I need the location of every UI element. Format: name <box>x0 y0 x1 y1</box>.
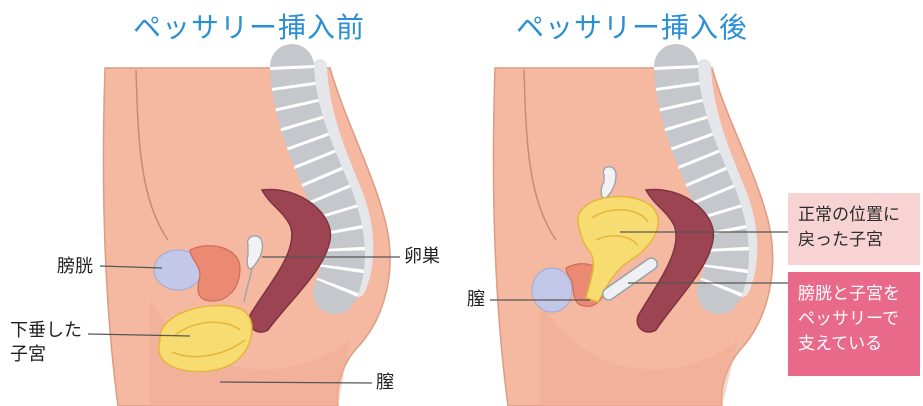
callout-text: ペッサリーで <box>798 307 912 332</box>
vagina-label-after: 膣 <box>467 289 485 311</box>
callout-text: 支えている <box>798 332 912 357</box>
uterus-callout-box: 正常の位置に 戻った子宮 <box>788 193 920 265</box>
after-figure <box>490 66 788 406</box>
after-title: ペッサリー挿入後 <box>516 10 748 46</box>
before-figure <box>88 66 400 406</box>
pessary-callout-box: 膀胱と子宮を ペッサリーで 支えている <box>788 272 920 376</box>
before-title: ペッサリー挿入前 <box>133 10 365 46</box>
bladder <box>532 268 572 312</box>
bladder-label: 膀胱 <box>57 256 93 278</box>
prolapsed-uterus-label-line2: 子宮 <box>10 344 46 366</box>
callout-text: 正常の位置に <box>798 203 912 228</box>
prolapsed-uterus-label-line1: 下垂した <box>10 320 82 342</box>
vagina-label-before: 膣 <box>376 372 394 394</box>
callout-text: 戻った子宮 <box>798 228 912 253</box>
ovary-label: 卵巣 <box>404 246 440 268</box>
callout-text: 膀胱と子宮を <box>798 282 912 307</box>
